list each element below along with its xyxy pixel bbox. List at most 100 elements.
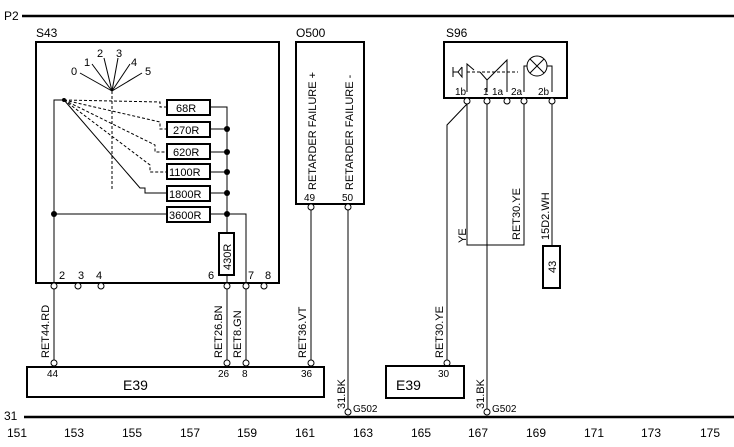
grid-col-159: 159 [237, 426, 257, 440]
s43-pin-2: 2 [59, 270, 65, 282]
connector-43[interactable]: 43 [542, 245, 561, 289]
wire-31bk-left-label: 31.BK [336, 378, 348, 409]
s96-pin-1b-terminal[interactable] [463, 97, 471, 105]
component-o500[interactable]: O500 RETARDER FAILURE + RETARDER FAILURE… [295, 26, 365, 211]
wire-ret8-label: RET8.GN [232, 310, 244, 358]
grid-col-151: 151 [7, 426, 27, 440]
e39-pin-44: 44 [47, 369, 59, 380]
s96-label: S96 [446, 26, 468, 40]
grid-col-175: 175 [700, 426, 720, 440]
connector-43-label: 43 [547, 261, 559, 273]
ground-g502-left-label: G502 [353, 404, 378, 415]
s43-pin-4-terminal[interactable] [97, 282, 105, 290]
grid-col-173: 173 [641, 426, 661, 440]
switch-pos-0: 0 [71, 66, 77, 78]
component-s43[interactable]: S43 0 1 2 3 4 5 68R [35, 26, 280, 290]
grid-col-165: 165 [411, 426, 431, 440]
e39-right-body [385, 365, 465, 399]
grid-col-163: 163 [353, 426, 373, 440]
o500-pin-50: 50 [342, 193, 354, 204]
o500-signal-plus: RETARDER FAILURE + [307, 72, 319, 190]
o500-signal-minus: RETARDER FAILURE - [344, 74, 356, 190]
e39-left-label: E39 [123, 377, 148, 393]
connector-43-body [542, 245, 561, 289]
pushbutton-icon [452, 66, 463, 79]
resistor-620r-label: 620R [173, 147, 199, 159]
o500-pin-49-terminal[interactable] [307, 203, 315, 211]
wire-ye-label: YE [457, 228, 469, 243]
wire-ret36-label: RET36.VT [297, 306, 309, 358]
grid-col-161: 161 [295, 426, 315, 440]
s43-pin-7-terminal[interactable] [242, 282, 250, 290]
switch-pos-3: 3 [116, 48, 122, 60]
s96-pin-1a-terminal[interactable] [503, 97, 511, 105]
s96-pin-1a: 1a [492, 87, 504, 98]
rail-p2-label: P2 [4, 9, 19, 23]
s43-pin-8-terminal[interactable] [260, 282, 268, 290]
resistor-1100r-label: 1100R [169, 167, 201, 179]
s43-pin-8: 8 [265, 270, 271, 282]
s43-pin-3: 3 [78, 270, 84, 282]
e39-pin-30: 30 [438, 369, 450, 380]
ground-g502-right[interactable] [483, 408, 491, 416]
rail-31-label: 31 [4, 409, 18, 423]
resistor-3600r-label: 3600R [169, 210, 201, 222]
s96-pin-2a-terminal[interactable] [520, 97, 528, 105]
e39-pin-36: 36 [301, 369, 313, 380]
resistor-430r-label: 430R [222, 244, 234, 270]
rotary-switch-symbol: 0 1 2 3 4 5 [71, 48, 151, 190]
e39-pin-36-terminal[interactable] [307, 359, 315, 367]
e39-left-body [26, 366, 325, 398]
s96-pin-1b: 1b [455, 87, 467, 98]
wire-ye-loop[interactable] [466, 104, 525, 246]
wiper-arm [63, 99, 167, 194]
wiper-left-wire [53, 99, 64, 283]
s43-pin-4: 4 [96, 270, 102, 282]
s96-pin-2a: 2a [511, 87, 523, 98]
e39-pin-44-terminal[interactable] [50, 359, 58, 367]
s43-pin-2-terminal[interactable] [50, 282, 58, 290]
e39-right-label: E39 [396, 377, 421, 393]
grid-col-169: 169 [526, 426, 546, 440]
s43-pin-3-terminal[interactable] [74, 282, 82, 290]
switch-pos-1: 1 [84, 57, 90, 69]
resistor-1800r-label: 1800R [169, 189, 201, 201]
s43-pin-7: 7 [248, 270, 254, 282]
e39-pin-8: 8 [242, 369, 248, 380]
s43-label: S43 [36, 26, 58, 40]
o500-pin-50-terminal[interactable] [344, 203, 352, 211]
resistor-68r-label: 68R [176, 103, 196, 115]
s96-pin-2b: 2b [538, 87, 550, 98]
switch-contact-icon [466, 58, 518, 92]
lamp-icon [523, 55, 553, 92]
grid-col-171: 171 [584, 426, 604, 440]
s96-pin-1-terminal[interactable] [483, 97, 491, 105]
s96-pin-1: 1 [483, 87, 489, 98]
grid-col-155: 155 [122, 426, 142, 440]
wire-ret30-bottom-label: RET30.YE [434, 306, 446, 358]
grid-col-153: 153 [64, 426, 84, 440]
o500-label: O500 [296, 26, 326, 40]
contact-270r [63, 99, 167, 130]
ground-g502-left[interactable] [344, 408, 352, 416]
wire-15d2-label: 15D2.WH [540, 192, 552, 240]
component-s96[interactable]: S96 1b 1 1a 2a 2b [443, 26, 568, 105]
contact-620r [63, 99, 167, 153]
wire-31bk-right-label: 31.BK [475, 378, 487, 409]
wire-ret30-bottom[interactable] [446, 103, 468, 362]
switch-pos-5: 5 [145, 66, 151, 78]
grid-col-157: 157 [180, 426, 200, 440]
wire-ret30-top-label: RET30.YE [511, 188, 523, 240]
component-e39-right[interactable]: 30 E39 [385, 359, 465, 399]
s96-pin-2b-terminal[interactable] [548, 97, 556, 105]
e39-pin-26-terminal[interactable] [223, 359, 231, 367]
e39-pin-26: 26 [218, 369, 230, 380]
s43-pin-6: 6 [208, 270, 214, 282]
switch-pos-2: 2 [97, 48, 103, 60]
s43-pin-6-terminal[interactable] [223, 282, 231, 290]
resistor-bus [210, 106, 228, 283]
e39-pin-8-terminal[interactable] [242, 359, 250, 367]
component-e39-left[interactable]: 44 26 8 36 E39 [26, 359, 325, 398]
resistor-270r-label: 270R [173, 125, 199, 137]
